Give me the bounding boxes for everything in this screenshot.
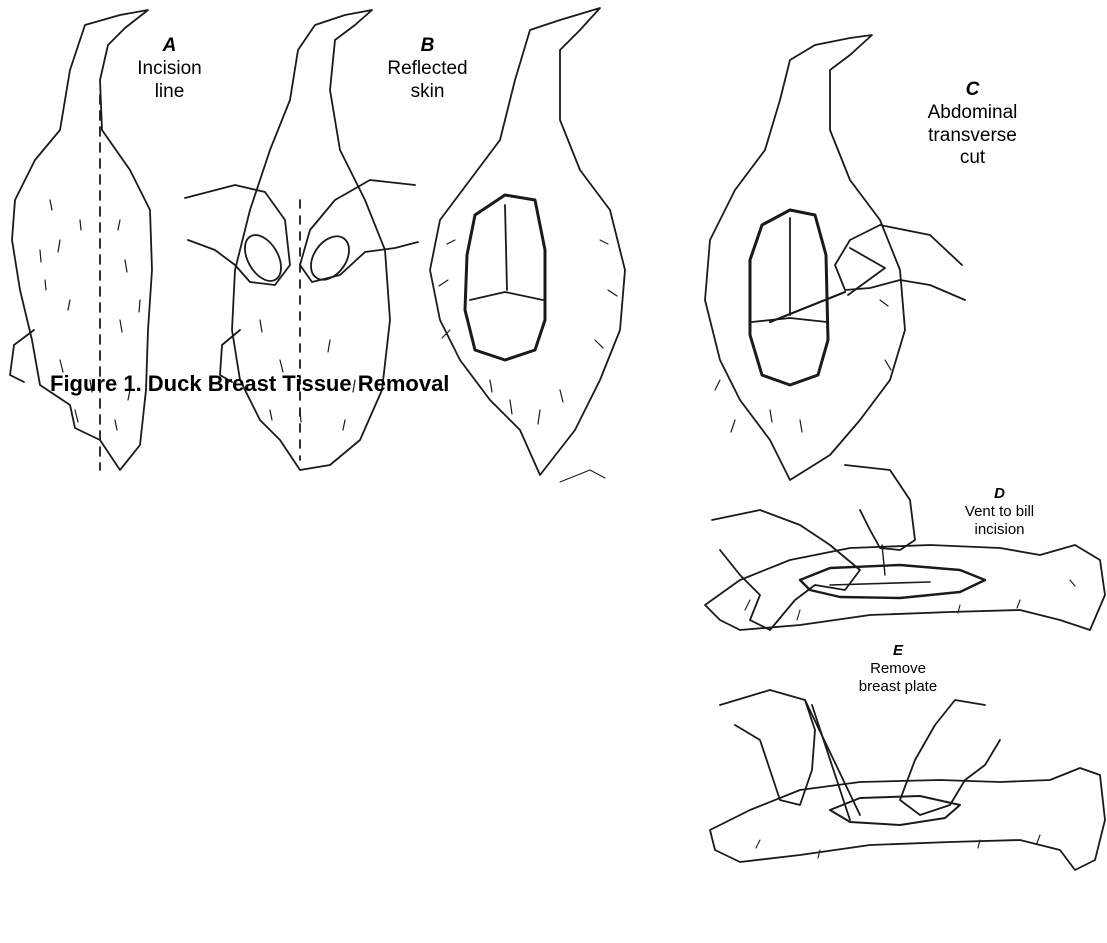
- panel-e-text-line1: Remove: [838, 660, 958, 678]
- panel-a-text-line1: Incision: [122, 58, 217, 81]
- panel-b-text-line2: skin: [370, 81, 485, 104]
- panel-a-label: A Incision line: [122, 35, 217, 103]
- figure-title: Figure 1. Duck Breast Tissue Removal: [50, 371, 449, 397]
- panel-d-letter: D: [947, 485, 1052, 503]
- panel-c-letter: C: [915, 79, 1030, 102]
- panel-c-label: C Abdominal transverse cut: [915, 79, 1030, 170]
- panel-a-text-line2: line: [122, 81, 217, 104]
- panel-e-drawing: [710, 690, 1105, 870]
- panel-d-text-line2: incision: [947, 521, 1052, 539]
- panel-e-letter: E: [838, 642, 958, 660]
- panel-b-letter: B: [370, 35, 485, 58]
- panel-b-text-line1: Reflected: [370, 58, 485, 81]
- panel-c-text-line2: transverse: [915, 125, 1030, 148]
- panel-d-text-line1: Vent to bill: [947, 503, 1052, 521]
- panel-d-label: D Vent to bill incision: [947, 485, 1052, 539]
- panel-e-text-line2: breast plate: [838, 678, 958, 696]
- panel-c-text-line1: Abdominal: [915, 102, 1030, 125]
- panel-b-label: B Reflected skin: [370, 35, 485, 103]
- panel-e-label: E Remove breast plate: [838, 642, 958, 696]
- panel-a-letter: A: [122, 35, 217, 58]
- panel-c-text-line3: cut: [915, 147, 1030, 170]
